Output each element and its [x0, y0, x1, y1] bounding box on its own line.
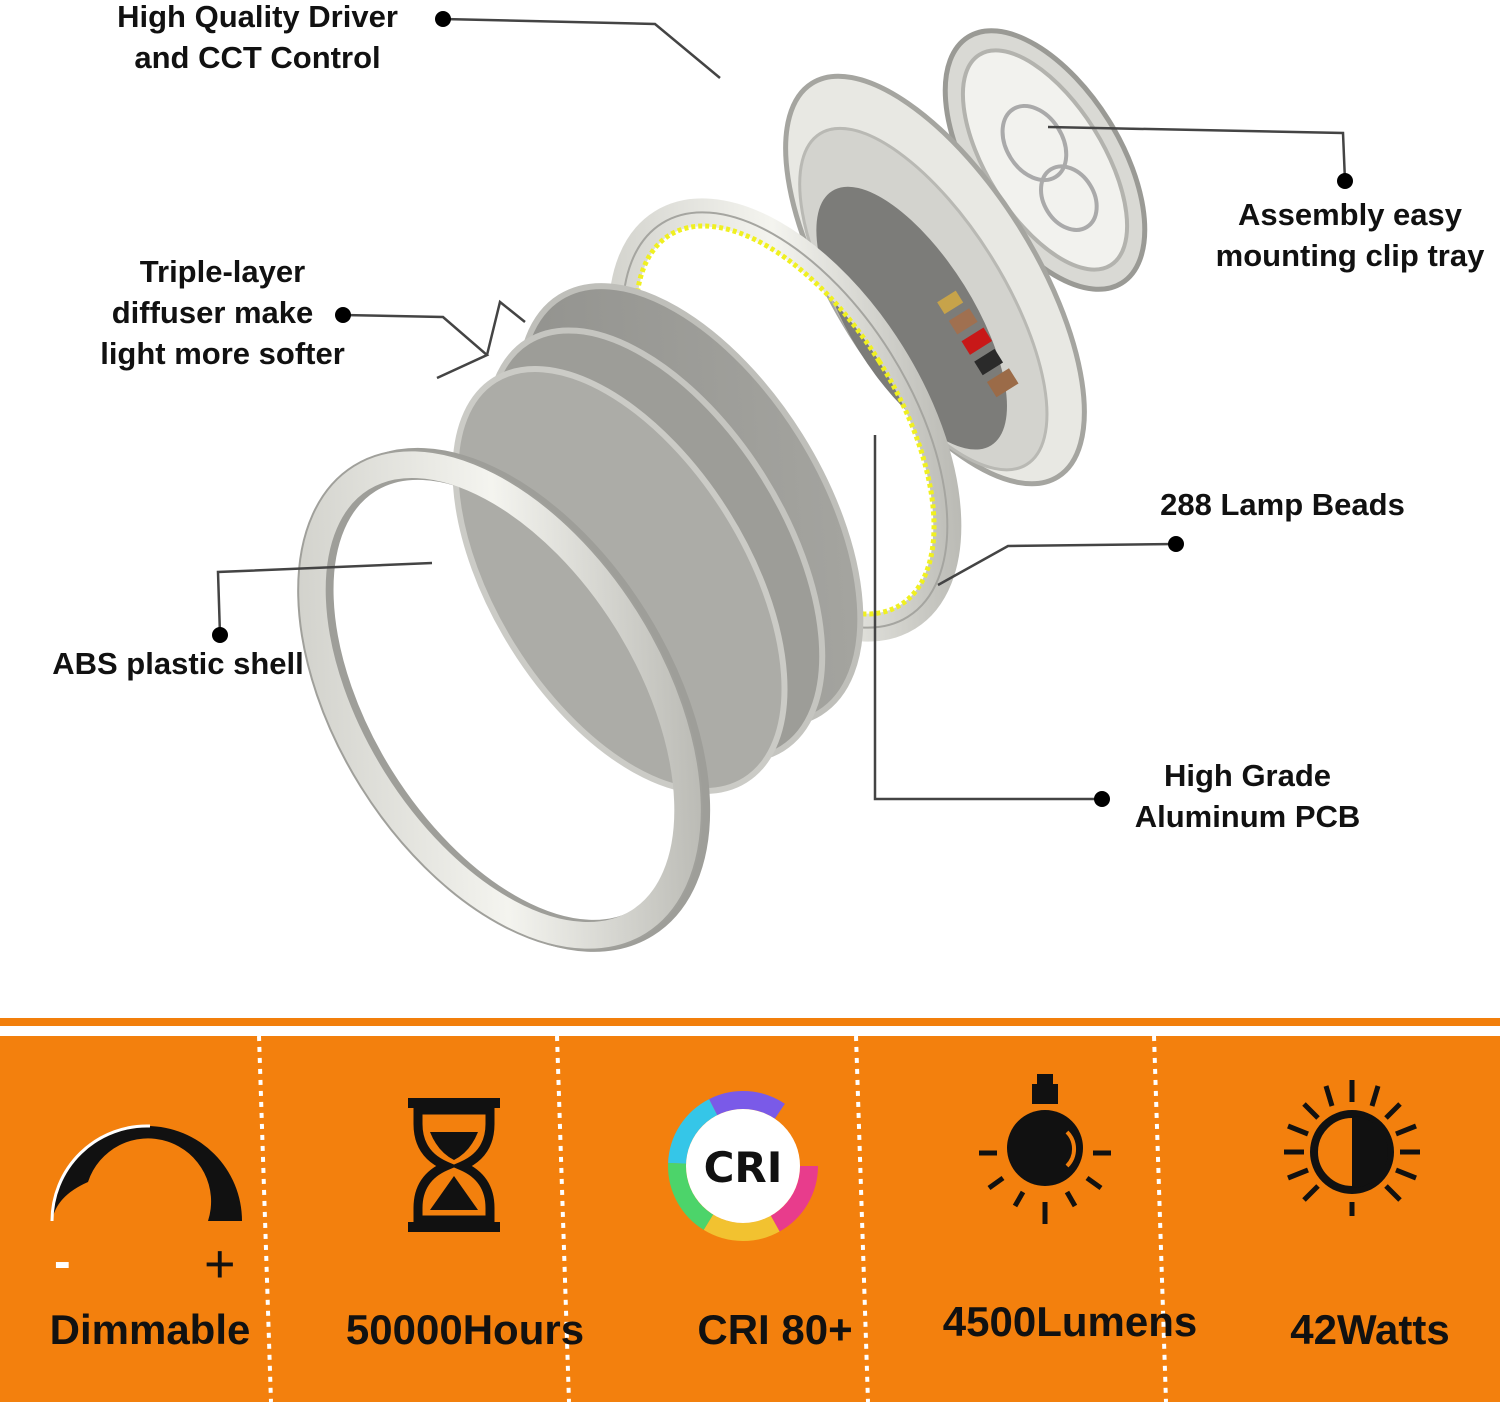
sun-half-icon: [1284, 1080, 1420, 1216]
feature-label: 42Watts: [1290, 1306, 1450, 1353]
cri-badge-text: CRI: [704, 1143, 783, 1192]
callout-lamp-beads: 288 Lamp Beads: [1160, 487, 1405, 522]
callout-driver: High Quality Driver and CCT Control: [117, 0, 398, 75]
feature-dimmable: - + Dimmable: [0, 1036, 300, 1402]
callout-abs-shell: ABS plastic shell: [52, 646, 304, 681]
feature-label: CRI 80+: [697, 1306, 853, 1353]
feature-label: Dimmable: [49, 1306, 251, 1353]
feature-label: 50000Hours: [345, 1306, 585, 1353]
cri-ring-icon: CRI: [668, 1091, 818, 1241]
hourglass-icon: [408, 1098, 500, 1232]
dimmer-plus: +: [204, 1234, 236, 1294]
feature-band: - + Dimmable 50000Hours CRI CRI 80+: [0, 1036, 1500, 1402]
callout-diffuser: Triple-layer diffuser make light more so…: [100, 254, 345, 371]
callout-pcb: High Grade Aluminum PCB: [1134, 758, 1361, 834]
light-bulb-icon: [979, 1074, 1111, 1224]
exploded-lamp-diagram: [212, 11, 1353, 952]
feature-lifetime: 50000Hours: [330, 1036, 640, 1402]
feature-watts: 42Watts: [1220, 1036, 1500, 1402]
dimmer-arc-icon: - +: [50, 1124, 242, 1294]
diffuser-layers: [452, 283, 864, 794]
feature-cri: CRI CRI 80+: [630, 1036, 930, 1402]
callout-clip-tray: Assembly easy mounting clip tray: [1215, 197, 1485, 273]
leader-dots: [212, 11, 1353, 807]
leader-lines: [216, 17, 1347, 801]
band-top-line: [0, 1018, 1500, 1026]
feature-label: 4500Lumens: [942, 1298, 1198, 1345]
abs-plastic-shell: [297, 447, 711, 952]
driver-housing: [783, 73, 1087, 487]
dimmer-minus: -: [54, 1233, 71, 1289]
feature-lumens: 4500Lumens: [930, 1036, 1230, 1402]
